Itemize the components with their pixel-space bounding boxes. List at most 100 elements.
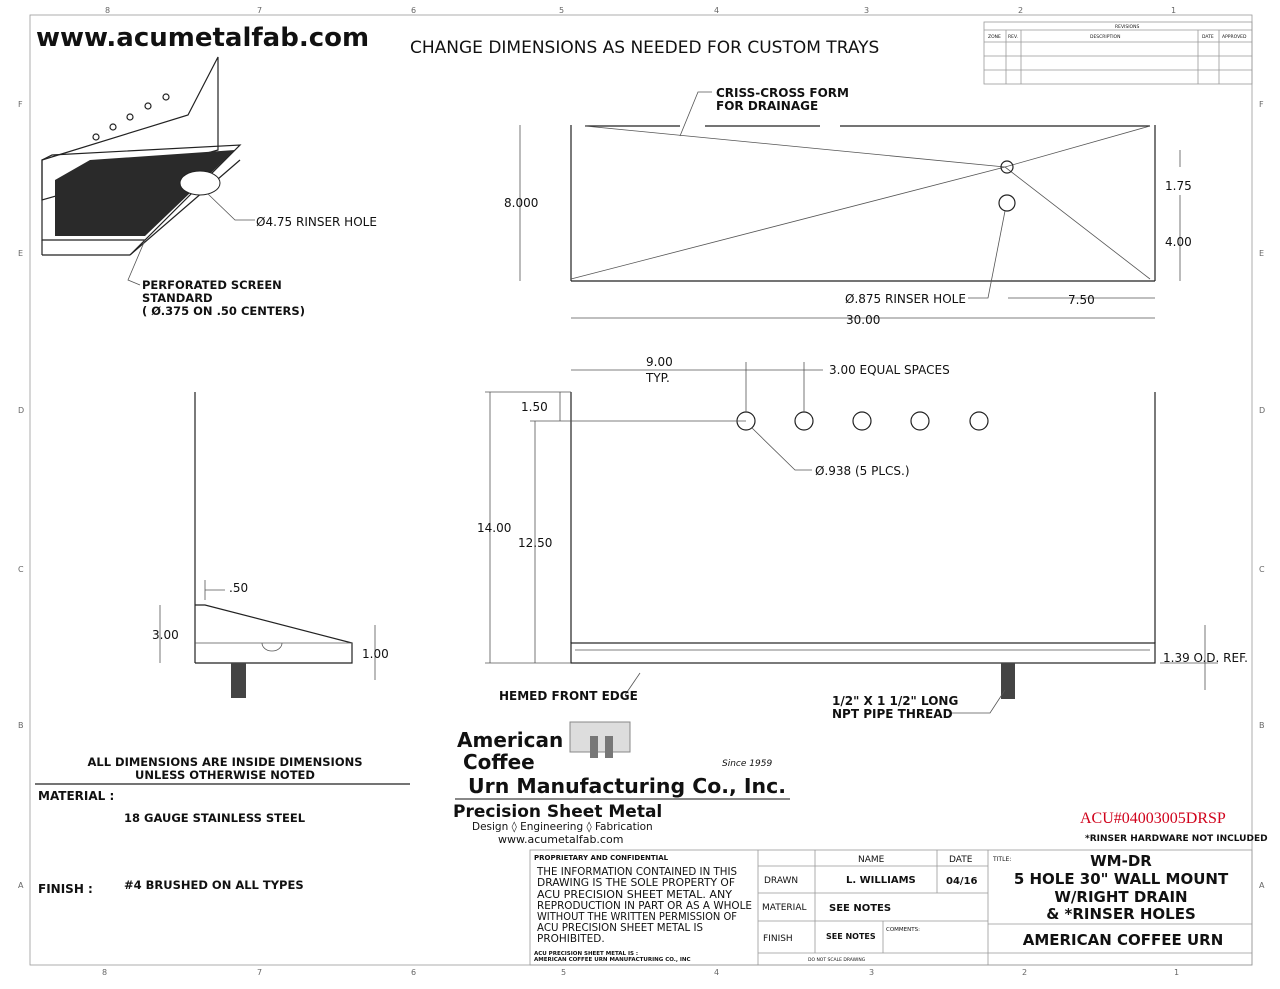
zone-col: 7 bbox=[257, 968, 262, 977]
zone-markers: 8 7 6 5 4 3 2 1 8 7 6 5 4 3 2 1 F E D C … bbox=[18, 6, 1265, 977]
tb-material-value: SEE NOTES bbox=[829, 903, 891, 914]
rev-col-description: DESCRIPTION bbox=[1090, 34, 1120, 40]
zone-col: 3 bbox=[869, 968, 874, 977]
rev-col-rev: REV. bbox=[1008, 34, 1018, 40]
material-label: MATERIAL : bbox=[38, 789, 114, 803]
iso-rinser-hole-label: Ø4.75 RINSER HOLE bbox=[256, 215, 377, 229]
proprietary-line: ACU PRECISION SHEET METAL. ANY bbox=[537, 889, 733, 901]
finish-label: FINISH : bbox=[38, 882, 93, 896]
criss-cross-label-1: CRISS-CROSS FORM bbox=[716, 86, 849, 100]
zone-col: 4 bbox=[714, 968, 719, 977]
zone-col: 6 bbox=[411, 6, 416, 15]
front-view: 9.00 TYP. 3.00 EQUAL SPACES 1.50 Ø.938 (… bbox=[477, 355, 1248, 721]
proprietary-line: ACU PRECISION SHEET METAL IS bbox=[537, 922, 703, 934]
zone-row: C bbox=[1259, 565, 1265, 574]
pipe-thread-label-1: 1/2" X 1 1/2" LONG bbox=[832, 694, 958, 708]
hole-height-dim: 1.50 bbox=[521, 400, 548, 414]
pipe-thread-label-2: NPT PIPE THREAD bbox=[832, 707, 953, 721]
hole-spacing-first-dim: 9.00 bbox=[646, 355, 673, 369]
top-dim-400: 4.00 bbox=[1165, 235, 1192, 249]
zone-row: D bbox=[18, 406, 24, 415]
logo-services: Design ◊ Engineering ◊ Fabrication bbox=[472, 821, 653, 833]
company-name: AMERICAN COFFEE URN bbox=[1023, 931, 1224, 949]
zone-row: C bbox=[18, 565, 24, 574]
zone-col: 5 bbox=[559, 6, 564, 15]
material-value: 18 GAUGE STAINLESS STEEL bbox=[124, 811, 306, 825]
top-view: CRISS-CROSS FORM FOR DRAINAGE 8.000 1.75… bbox=[504, 86, 1192, 327]
front-holes-label: Ø.938 (5 PLCS.) bbox=[815, 464, 910, 478]
zone-row: D bbox=[1259, 406, 1265, 415]
rev-col-date: DATE bbox=[1202, 34, 1214, 40]
website-header: www.acumetalfab.com bbox=[36, 23, 369, 53]
dimensions-note-1: ALL DIMENSIONS ARE INSIDE DIMENSIONS bbox=[87, 755, 362, 769]
title-line: & *RINSER HOLES bbox=[1046, 905, 1196, 923]
owner-note-2: AMERICAN COFFEE URN MANUFACTURING CO., I… bbox=[534, 957, 691, 963]
proprietary-title: PROPRIETARY AND CONFIDENTIAL bbox=[534, 854, 669, 862]
zone-col: 6 bbox=[411, 968, 416, 977]
owner-note-1: ACU PRECISION SHEET METAL IS : bbox=[534, 951, 638, 957]
top-rinser-hole-label: Ø.875 RINSER HOLE bbox=[845, 292, 966, 306]
zone-col: 4 bbox=[714, 6, 719, 15]
dimensions-note-2: UNLESS OTHERWISE NOTED bbox=[135, 768, 315, 782]
drawn-name: L. WILLIAMS bbox=[846, 875, 916, 886]
perforated-label-2: STANDARD bbox=[142, 291, 213, 305]
rev-col-approved: APPROVED bbox=[1222, 34, 1247, 40]
zone-row: B bbox=[18, 721, 24, 730]
zone-col: 2 bbox=[1018, 6, 1023, 15]
top-dim-750: 7.50 bbox=[1068, 293, 1095, 307]
no-scale-note: DO NOT SCALE DRAWING bbox=[808, 957, 866, 963]
side-dim-50: .50 bbox=[229, 581, 248, 595]
zone-col: 8 bbox=[105, 6, 110, 15]
hemmed-edge-label: HEMED FRONT EDGE bbox=[499, 689, 638, 703]
zone-col: 1 bbox=[1174, 968, 1179, 977]
equal-spaces-dim: 3.00 EQUAL SPACES bbox=[829, 363, 950, 377]
rev-col-zone: ZONE bbox=[988, 34, 1001, 40]
zone-row: E bbox=[18, 249, 23, 258]
zone-col: 3 bbox=[864, 6, 869, 15]
perforated-label-1: PERFORATED SCREEN bbox=[142, 278, 282, 292]
zone-row: E bbox=[1259, 249, 1264, 258]
title-label: TITLE: bbox=[992, 856, 1011, 863]
comments-label: COMMENTS: bbox=[886, 927, 920, 933]
logo-since: Since 1959 bbox=[722, 759, 772, 769]
side-dim-300: 3.00 bbox=[152, 628, 179, 642]
drawn-date: 04/16 bbox=[946, 876, 978, 887]
title-line: W/RIGHT DRAIN bbox=[1054, 888, 1187, 906]
hole-spacing-typ: TYP. bbox=[645, 371, 670, 385]
logo-coffee: Coffee bbox=[463, 750, 535, 774]
proprietary-line: WITHOUT THE WRITTEN PERMISSION OF bbox=[537, 911, 737, 923]
finish-value: #4 BRUSHED ON ALL TYPES bbox=[124, 878, 304, 892]
revisions-title: REVISIONS bbox=[1115, 24, 1139, 30]
title-line: WM-DR bbox=[1090, 852, 1152, 870]
zone-col: 1 bbox=[1171, 6, 1176, 15]
company-logo: American Coffee Urn Manufacturing Co., I… bbox=[453, 721, 790, 846]
criss-cross-label-2: FOR DRAINAGE bbox=[716, 99, 818, 113]
zone-col: 7 bbox=[257, 6, 262, 15]
custom-trays-note: CHANGE DIMENSIONS AS NEEDED FOR CUSTOM T… bbox=[410, 38, 879, 58]
proprietary-line: PROHIBITED. bbox=[537, 933, 605, 945]
zone-row: F bbox=[18, 100, 23, 109]
logo-url: www.acumetalfab.com bbox=[498, 833, 623, 846]
proprietary-line: THE INFORMATION CONTAINED IN THIS bbox=[536, 866, 737, 878]
isometric-view: Ø4.75 RINSER HOLE PERFORATED SCREEN STAN… bbox=[41, 56, 377, 318]
top-dim-175: 1.75 bbox=[1165, 179, 1192, 193]
side-view: .50 3.00 1.00 bbox=[152, 392, 389, 698]
top-length-dim: 30.00 bbox=[846, 313, 880, 327]
logo-tagline: Precision Sheet Metal bbox=[453, 802, 662, 822]
zone-row: B bbox=[1259, 721, 1265, 730]
side-dim-100: 1.00 bbox=[362, 647, 389, 661]
proprietary-line: REPRODUCTION IN PART OR AS A WHOLE bbox=[537, 900, 752, 912]
zone-row: F bbox=[1259, 100, 1264, 109]
notes: ALL DIMENSIONS ARE INSIDE DIMENSIONS UNL… bbox=[35, 755, 410, 896]
logo-urn-manufacturing: Urn Manufacturing Co., Inc. bbox=[468, 774, 786, 798]
tb-material-label: MATERIAL bbox=[762, 903, 807, 913]
revisions-table: REVISIONS ZONE REV. DESCRIPTION DATE APP… bbox=[983, 21, 1253, 85]
drawn-label: DRAWN bbox=[764, 876, 798, 886]
title-line: 5 HOLE 30" WALL MOUNT bbox=[1014, 870, 1229, 888]
perforated-label-3: ( Ø.375 ON .50 CENTERS) bbox=[142, 304, 305, 318]
front-height-dim: 14.00 bbox=[477, 521, 511, 535]
rinser-hardware-note: *RINSER HARDWARE NOT INCLUDED bbox=[1085, 834, 1268, 844]
tb-finish-label: FINISH bbox=[763, 934, 793, 944]
zone-row: A bbox=[1259, 881, 1265, 890]
